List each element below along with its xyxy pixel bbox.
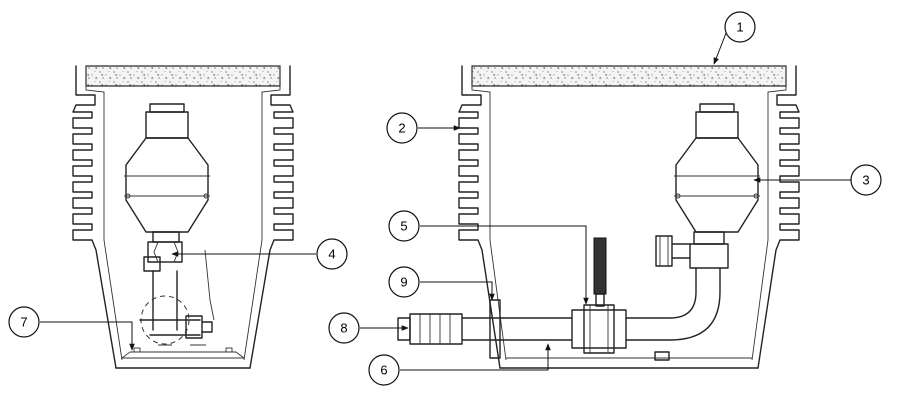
fitting-left-bottom [185,315,203,339]
vault-wall-left-outer [72,65,117,369]
callout-3: 3 [850,164,882,196]
callout-2-label: 2 [398,121,405,136]
callout-8-label: 8 [340,321,347,336]
riser-pipe-left [152,270,178,331]
callout-7: 7 [8,306,40,338]
concrete-slab-right [471,65,787,87]
valve-body-left [124,103,210,272]
vault-base-plate-left [121,351,245,359]
elbow-pipe-right [625,267,697,319]
leader-lines [40,27,851,371]
callout-1: 1 [724,11,756,43]
callout-8: 8 [328,312,360,344]
valve-body-right [655,103,760,269]
concrete-slab-left [85,65,281,87]
vault-wall-right-outer [249,65,294,369]
callout-5-label: 5 [400,219,407,234]
main-pipe [461,317,573,341]
valve-handle [593,237,607,295]
vault2-wall-left-outer [458,65,501,369]
callout-6-label: 6 [380,363,387,378]
callout-5: 5 [388,210,420,242]
left-view [72,65,294,369]
callout-7-label: 7 [20,315,27,330]
ball-valve [571,237,627,354]
callout-1-label: 1 [736,20,743,35]
callout-9: 9 [388,266,420,298]
callout-3-label: 3 [862,173,869,188]
callout-2: 2 [386,112,418,144]
vault-wall-right-inner [243,66,281,361]
callout-4-label: 4 [328,247,335,262]
callout-4: 4 [316,238,348,270]
right-view [397,65,800,369]
coupling-8 [409,313,463,345]
vault2-wall-right-outer [757,65,800,369]
wall-sleeve [489,299,501,359]
vault-wall-left-inner [85,66,123,361]
callout-6: 6 [368,354,400,386]
callout-9-label: 9 [400,275,407,290]
